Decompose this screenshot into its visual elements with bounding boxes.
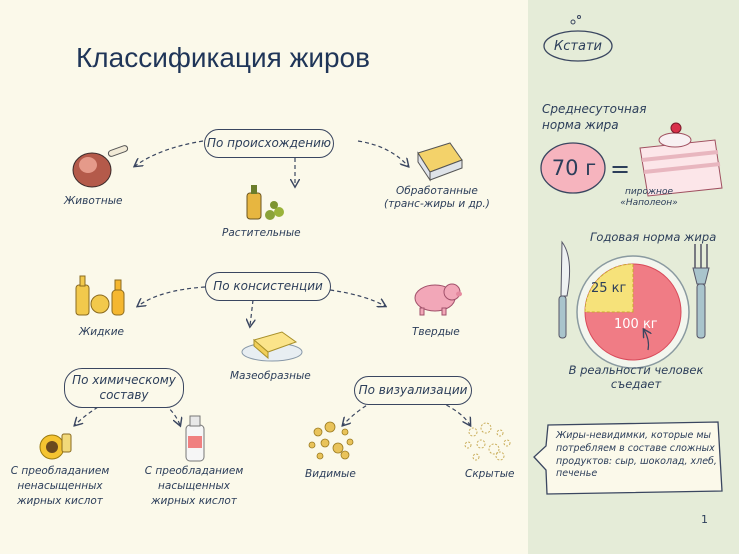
cake-caption: пирожное «Наполеон» [614, 187, 684, 209]
page-number: 1 [701, 513, 708, 526]
equals-sign: = [610, 152, 630, 187]
sidebar-heading: Кстати [553, 38, 603, 57]
fork-icon [693, 244, 709, 338]
yearly-norm-label: Годовая норма жира [590, 229, 716, 246]
napoleon-cake-icon [640, 123, 722, 196]
daily-norm-value: 70 г [546, 153, 602, 183]
reality-label: В реальности человек съедает [556, 364, 716, 392]
yearly-actual-value: 100 кг [614, 316, 658, 335]
yearly-norm-value: 25 кг [591, 280, 626, 299]
plate-chart [577, 256, 689, 368]
knife-icon [559, 242, 570, 338]
hidden-fats-note: Жиры-невидимки, которые мы потребляем в … [556, 430, 718, 481]
daily-norm-label: Среднесуточная норма жира [542, 101, 646, 133]
